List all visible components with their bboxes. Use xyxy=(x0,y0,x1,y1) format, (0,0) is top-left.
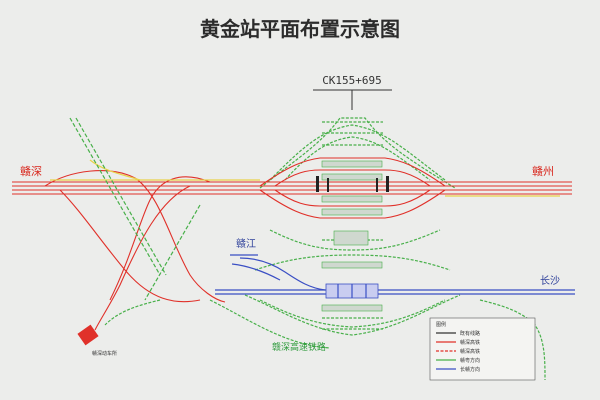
lower-platforms xyxy=(321,230,383,312)
legend-label-0: 既有线路 xyxy=(460,330,480,337)
blue-tracks xyxy=(215,254,575,299)
legend-title: 图例 xyxy=(436,321,446,328)
depot-label: 赣深动车所 xyxy=(92,350,117,357)
legend-label-2: 赣深高铁 xyxy=(460,348,480,355)
legend: 图例 既有线路 赣深高铁 赣深高铁 赣粤方向 长赣方向 xyxy=(429,317,536,381)
city-left: 赣深 xyxy=(20,164,42,178)
legend-label-1: 赣深高铁 xyxy=(460,339,480,346)
chainage-label: CK155+695 xyxy=(322,74,382,87)
page-title: 黄金站平面布置示意图 xyxy=(200,17,400,41)
legend-label-4: 长赣方向 xyxy=(460,366,480,373)
green-diagonal-track xyxy=(69,117,201,301)
city-blue-left: 赣江 xyxy=(236,237,256,250)
depot-block xyxy=(77,324,99,346)
city-green-bottom: 赣深高速铁路 xyxy=(272,341,326,353)
yellow-accent-lines xyxy=(50,159,560,197)
station-platforms xyxy=(316,160,389,216)
city-right: 赣州 xyxy=(532,164,554,178)
red-mainline xyxy=(12,157,572,331)
green-tracks-upper xyxy=(259,117,456,189)
legend-label-3: 赣粤方向 xyxy=(460,357,480,364)
city-blue-right: 长沙 xyxy=(540,275,560,287)
